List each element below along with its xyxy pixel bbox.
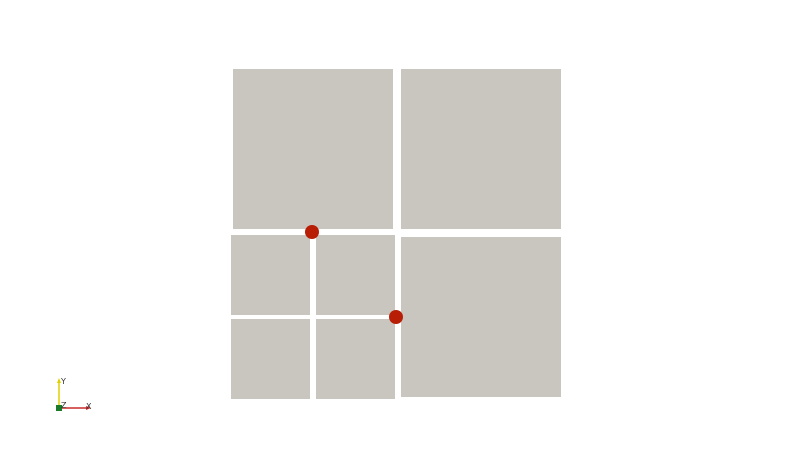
x-axis-label: X (86, 402, 92, 411)
x-axis-arrowhead (86, 406, 91, 410)
panel-bottom-left-b (316, 319, 395, 399)
z-axis-marker (56, 405, 62, 411)
panel-mid-left-b (316, 235, 395, 315)
hanging-node-1[interactable] (305, 225, 319, 239)
panel-mid-left-a (231, 235, 310, 315)
panel-bottom-left-a (231, 319, 310, 399)
hanging-node-2[interactable] (389, 310, 403, 324)
y-axis-label: Y (60, 377, 66, 386)
panel-top-right (401, 69, 561, 229)
orientation-axes: Y Z X (56, 377, 92, 411)
panel-top-left (233, 69, 393, 229)
y-axis-arrowhead (57, 378, 61, 383)
panel-bottom-right (401, 237, 561, 397)
z-axis-label: Z (61, 401, 67, 410)
